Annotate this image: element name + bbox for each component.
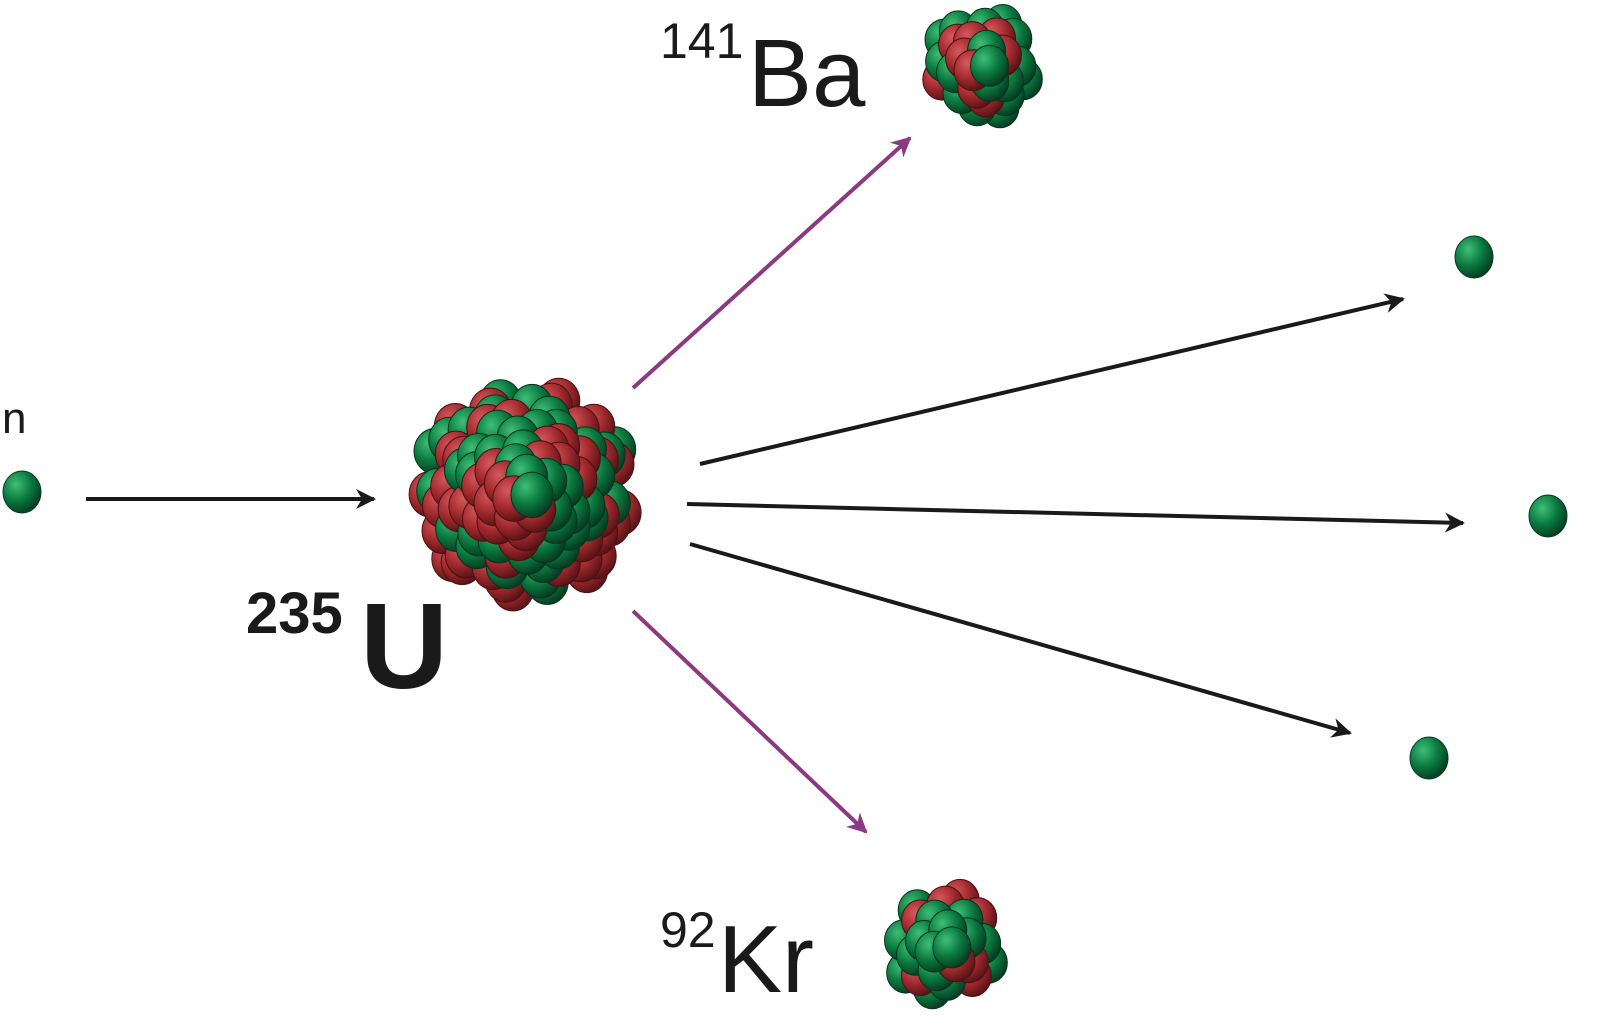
krypton-symbol: Kr [718, 906, 814, 1013]
uranium-nucleus [408, 377, 642, 612]
neutron [932, 926, 972, 969]
barium-symbol: Ba [748, 20, 866, 127]
krypton-nucleus [884, 878, 1008, 1010]
uranium-symbol: U [360, 578, 449, 714]
barium-nucleus [922, 4, 1043, 129]
neutron-arrow-upper [699, 293, 1405, 466]
krypton-arrow [631, 609, 868, 834]
barium-mass-number: 141 [660, 13, 744, 69]
emitted-neutron-2 [1528, 494, 1568, 538]
neutron [510, 471, 554, 519]
neutron [970, 44, 1009, 87]
incoming-neutron [2, 470, 42, 514]
barium-arrow [631, 136, 912, 390]
uranium-mass-number: 235 [246, 581, 343, 646]
neutron-label: n [2, 394, 27, 443]
emitted-neutron-3 [1409, 736, 1449, 780]
krypton-mass-number: 92 [660, 902, 716, 958]
emitted-neutron-1 [1454, 235, 1494, 279]
neutron-arrow-middle [686, 502, 1465, 533]
neutron-arrow-lower [689, 542, 1352, 738]
